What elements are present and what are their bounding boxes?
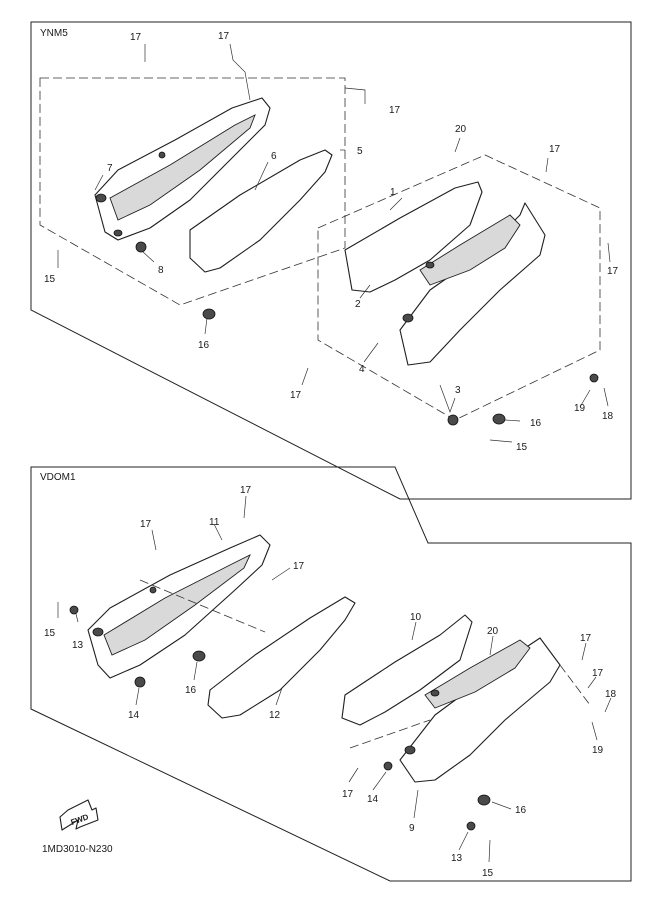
bottom-section-label: VDOM1: [40, 472, 76, 483]
side-cover-right-bottom: [341, 614, 561, 783]
callout: 15: [44, 274, 56, 285]
collar-19-top: [589, 373, 599, 383]
callout: 18: [602, 411, 614, 422]
collar-13-right: [466, 821, 476, 831]
callout: 17: [290, 390, 302, 401]
callout: 14: [128, 710, 140, 721]
callout: 13: [72, 640, 84, 651]
bottom-dashed-guides: [139, 579, 591, 749]
side-cover-left-top: [94, 97, 271, 241]
grommet-8: [135, 241, 147, 253]
grommet-16-b: [492, 413, 506, 425]
callout: 17: [592, 668, 604, 679]
top-group-box-left: [39, 77, 346, 306]
callout: 17: [580, 633, 592, 644]
top-leader-lines: [57, 43, 611, 443]
callout: 20: [487, 626, 499, 637]
callout: 14: [367, 794, 379, 805]
grommet-3: [447, 414, 459, 426]
callout: 19: [574, 403, 586, 414]
callout: 15: [482, 868, 494, 879]
inner-panel-6: [189, 149, 333, 273]
callout: 17: [342, 789, 354, 800]
callout: 17: [218, 31, 230, 42]
callout: 17: [549, 144, 561, 155]
figure-code: 1MD3010-N230: [42, 844, 113, 855]
callout: 17: [240, 485, 252, 496]
top-group-box-right: [317, 154, 601, 421]
grommet-14-right: [383, 761, 393, 771]
callout: 18: [605, 689, 617, 700]
callout: 7: [107, 163, 113, 174]
callout: 15: [516, 442, 528, 453]
callout: 11: [209, 517, 220, 528]
callout: 9: [409, 823, 415, 834]
grommet-16-a: [202, 308, 216, 320]
callout: 13: [451, 853, 463, 864]
callout: 8: [158, 265, 164, 276]
callout: 6: [271, 151, 277, 162]
callout: 20: [455, 124, 467, 135]
callout: 17: [293, 561, 305, 572]
callout: 16: [198, 340, 210, 351]
grommet-14-left: [134, 676, 146, 688]
bottom-callouts: 17 17 11 17 15 13 16 14 12 10 20 17 17 1…: [44, 485, 617, 879]
callout: 16: [530, 418, 542, 429]
callout: 17: [389, 105, 401, 116]
callout: 2: [355, 299, 361, 310]
callout: 17: [607, 266, 619, 277]
callout: 4: [359, 364, 365, 375]
grommet-16-d: [477, 794, 491, 806]
callout: 1: [390, 187, 396, 198]
callout: 16: [185, 685, 197, 696]
callout: 16: [515, 805, 527, 816]
callout: 17: [140, 519, 152, 530]
grommet-16-c: [192, 650, 206, 662]
callout: 19: [592, 745, 604, 756]
bottom-section-frame: [30, 466, 632, 882]
top-section-label: YNM5: [40, 28, 68, 39]
callout: 3: [455, 385, 461, 396]
inner-panel-12: [207, 596, 356, 719]
callout: 12: [269, 710, 281, 721]
top-callouts: 17 17 17 5 6 7 8 15 16 20 1 2 17 17 4 3 …: [44, 31, 619, 453]
bottom-leader-lines: [57, 495, 612, 863]
collar-13-left: [69, 605, 79, 615]
callout: 10: [410, 612, 422, 623]
top-section-frame: [30, 21, 632, 500]
callout: 15: [44, 628, 56, 639]
side-cover-left-bottom: [87, 534, 271, 679]
callout: 5: [357, 146, 363, 157]
callout: 17: [130, 32, 142, 43]
fwd-arrow-icon: FWD: [59, 799, 99, 831]
side-cover-right-top: [344, 181, 546, 366]
